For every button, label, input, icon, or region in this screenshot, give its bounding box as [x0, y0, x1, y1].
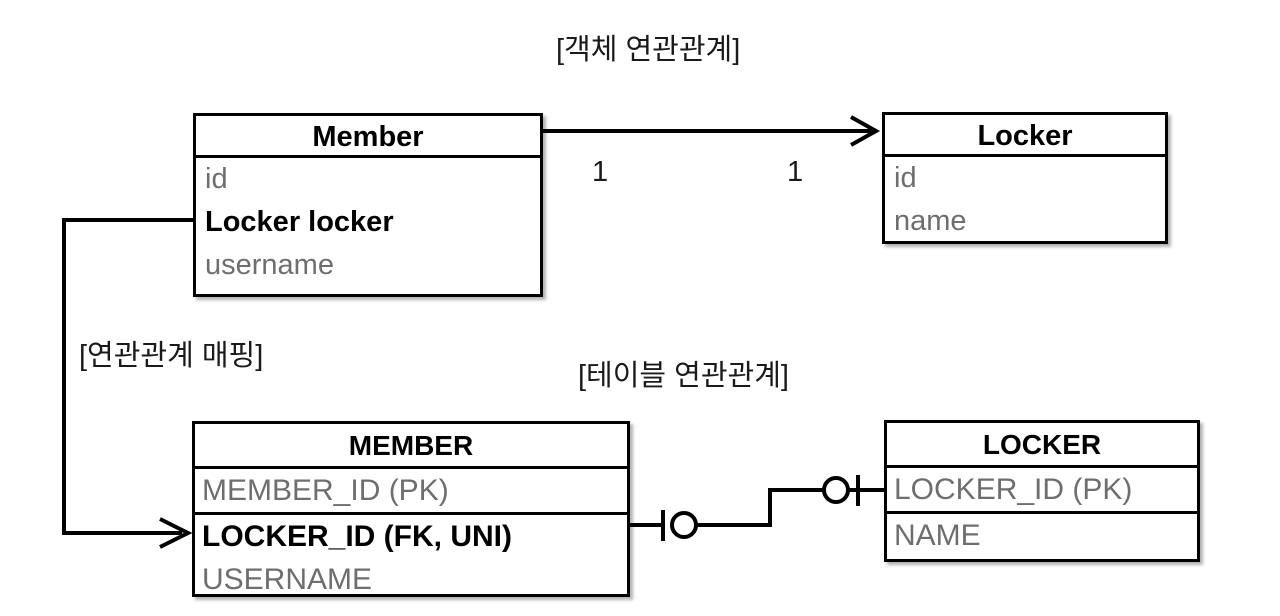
class-divider: [196, 155, 540, 158]
zero-circle-left: [670, 511, 698, 539]
table-column-locker-id: LOCKER_ID (FK, UNI): [202, 520, 512, 553]
table-divider: [887, 511, 1197, 514]
table-column-username: USERNAME: [202, 563, 373, 596]
class-field-id: id: [205, 163, 228, 195]
table-column-name: NAME: [894, 519, 981, 552]
table-box-member: MEMBER MEMBER_ID (PK) LOCKER_ID (FK, UNI…: [192, 421, 630, 597]
class-box-locker: Locker id name: [882, 112, 1168, 244]
table-divider: [195, 512, 627, 515]
class-field-username: username: [205, 249, 334, 281]
erd-relationship-member-locker: [630, 475, 884, 541]
mapping-title: [연관관계 매핑]: [79, 340, 264, 372]
zero-circle-right: [822, 476, 850, 504]
table-relation-title: [테이블 연관관계]: [578, 360, 789, 392]
table-name-member: MEMBER: [348, 430, 474, 461]
class-box-member: Member id Locker locker username: [193, 113, 543, 297]
class-name-member: Member: [312, 121, 424, 153]
multiplicity-source: 1: [592, 156, 609, 188]
class-name-locker: Locker: [977, 120, 1073, 152]
class-field-name: name: [894, 205, 967, 237]
table-name-locker: LOCKER: [982, 429, 1102, 460]
table-box-locker: LOCKER LOCKER_ID (PK) NAME: [884, 420, 1200, 562]
multiplicity-target: 1: [787, 156, 804, 188]
class-field-id: id: [894, 162, 917, 194]
table-column-locker-id: LOCKER_ID (PK): [894, 473, 1133, 506]
table-divider: [887, 465, 1197, 468]
association-arrow-member-locker: [543, 115, 881, 147]
class-divider: [885, 154, 1165, 157]
table-column-member-id: MEMBER_ID (PK): [202, 474, 449, 507]
table-divider: [195, 466, 627, 469]
mapping-arrow-locker-field: [62, 218, 193, 549]
class-field-locker: Locker locker: [205, 206, 394, 238]
object-relation-title: [객체 연관관계]: [556, 34, 741, 66]
